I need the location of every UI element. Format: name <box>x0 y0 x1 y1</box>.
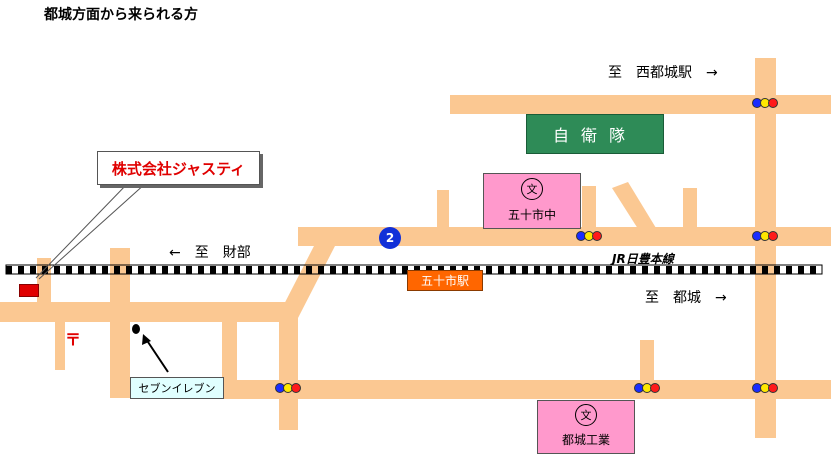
direction-miyakonojo: 至 都城 → <box>645 290 727 306</box>
seven-marker-dot <box>132 324 140 334</box>
direction-zaibu: ← 至 財部 <box>169 245 251 261</box>
traffic-signal-icon <box>634 383 661 395</box>
road-route2-east-west <box>298 227 831 246</box>
road-kogyo-stub <box>640 340 654 382</box>
traffic-signal-icon <box>275 383 302 395</box>
traffic-signal-icon <box>752 383 779 395</box>
post-office-icon: 〒 <box>65 330 82 349</box>
company-location-marker <box>19 284 39 297</box>
direction-nishi-miyakonojo: 至 西都城駅 → <box>608 65 718 81</box>
school-icon: 文 <box>521 178 543 200</box>
school-gojuichi-name: 五十市中 <box>507 208 556 222</box>
road-diagonal-right <box>612 182 656 232</box>
seven-arrow-head <box>142 334 151 345</box>
route-2-badge: 2 <box>379 227 401 249</box>
page-title: 都城方面から来られる方 <box>44 7 198 23</box>
traffic-signal-icon <box>752 231 779 243</box>
school-icon: 文 <box>575 404 597 426</box>
road-bottom-east-west <box>222 380 831 399</box>
road-postal-stub <box>55 320 65 370</box>
seven-arrow-shaft <box>145 338 169 373</box>
road-mid-stub <box>222 320 237 382</box>
road-left-east-west <box>0 302 298 322</box>
railway-label: JR日豊本線 <box>612 252 674 266</box>
road-school-stub-2 <box>582 186 596 232</box>
road-top-east-west <box>450 95 831 114</box>
company-label: 株式会社ジャスティ <box>97 151 260 185</box>
school-gojuichi: 文 五十市中 <box>483 173 581 229</box>
callout-pointer <box>35 182 129 279</box>
road-diagonal-left <box>277 244 336 318</box>
road-right-north-south <box>755 58 776 438</box>
traffic-signal-icon <box>576 231 603 243</box>
callout-pointer <box>38 182 147 280</box>
school-kogyo: 文 都城工業 <box>537 400 635 454</box>
road-seven-north-south <box>110 248 130 398</box>
jsdf-base-label: 自衛隊 <box>526 114 664 154</box>
road-diagonal-connector-vertical <box>279 302 298 430</box>
gojuichi-station: 五十市駅 <box>407 270 483 291</box>
seven-eleven-label: セブンイレブン <box>130 377 224 399</box>
road-school-stub-1 <box>437 190 449 230</box>
traffic-signal-icon <box>752 98 779 110</box>
road-jsdf-stub <box>683 188 697 228</box>
school-kogyo-name: 都城工業 <box>561 433 610 447</box>
